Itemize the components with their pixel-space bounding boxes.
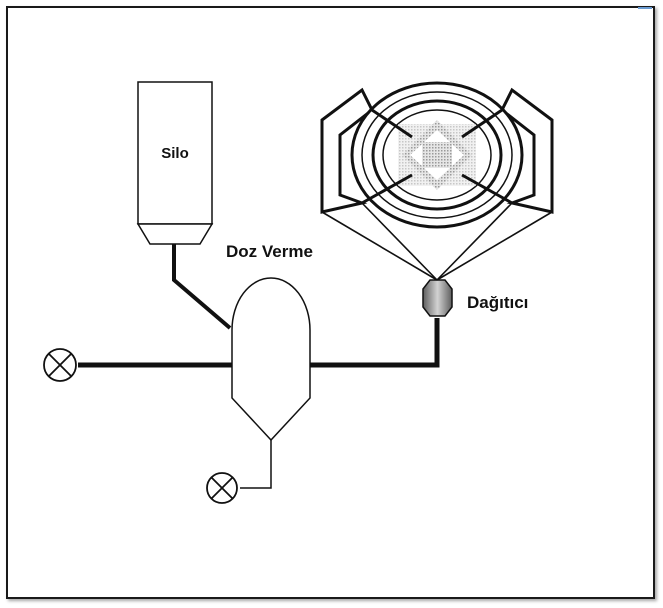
distributor-label: Dağıtıcı <box>467 293 528 312</box>
kiln-top-view <box>320 81 554 229</box>
valve-icon <box>43 348 77 382</box>
distribution-lines <box>321 202 553 281</box>
outlet-pipe <box>240 440 272 489</box>
valve-icon <box>206 472 238 504</box>
silo-label: Silo <box>161 145 189 162</box>
frame-accent <box>638 7 652 9</box>
silo: Silo <box>136 81 214 245</box>
distributor: Dağıtıcı <box>422 279 528 317</box>
dosing-vessel: Doz Verme <box>226 242 313 442</box>
main-pipe-right <box>310 318 440 368</box>
silo-feed-pipe <box>172 244 232 330</box>
diagram-frame <box>6 6 655 599</box>
dosing-label: Doz Verme <box>226 242 313 261</box>
